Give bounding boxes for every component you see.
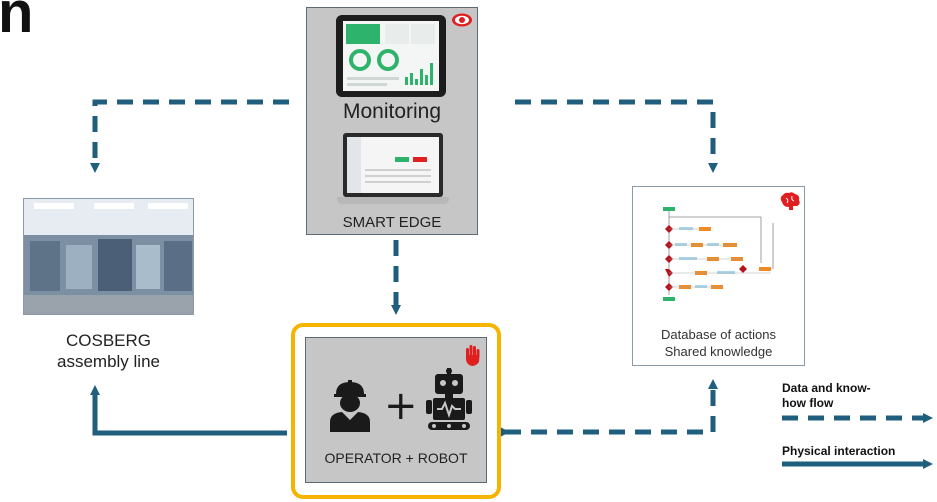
operator-robot-caption: OPERATOR + ROBOT (324, 450, 468, 466)
stop-hand-icon (466, 345, 480, 366)
monitoring-box: Monitoring SMART EDGE (306, 7, 478, 235)
operator-robot-box: + OPERATOR + ROBOT (305, 337, 487, 483)
robot-icon (426, 368, 472, 430)
laptop-green-button (395, 157, 409, 162)
legend-physical-label: Physical interaction (782, 444, 896, 458)
assembly-line-label-2: assembly line (57, 352, 160, 371)
corner-title-fragment: n (0, 0, 34, 45)
laptop-image (337, 133, 449, 209)
worker-icon (330, 380, 370, 432)
dashboard-header-card (346, 24, 380, 44)
legend-data-flow-label-1: Data and know- (782, 381, 871, 395)
brain-icon (780, 192, 800, 210)
monitoring-title: Monitoring (342, 100, 442, 123)
eye-icon (452, 13, 472, 27)
plus-sign: + (384, 383, 418, 429)
gauge-ring-right (377, 49, 399, 71)
database-label-2: Shared knowledge (664, 344, 773, 359)
legend-data-flow-label-2: how flow (782, 396, 834, 410)
arrow-monitoring-to-db (515, 99, 718, 173)
database-label-1: Database of actions (661, 327, 776, 342)
tablet-dashboard-image (336, 15, 446, 97)
arrow-operator-to-line (90, 385, 287, 436)
database-box: Database of actions Shared knowledge (632, 186, 805, 366)
assembly-line-photo (23, 198, 194, 315)
bar-chart-mini (405, 55, 435, 85)
operator-robot-frame: + OPERATOR + ROBOT (291, 323, 501, 499)
arrow-operator-db-bidirectional (500, 379, 718, 437)
smart-edge-caption: SMART EDGE (342, 214, 442, 231)
laptop-red-button (413, 157, 427, 162)
action-flowchart-image (663, 207, 774, 301)
arrow-monitoring-to-line (90, 99, 289, 173)
assembly-line-label-1: COSBERG (65, 331, 152, 350)
gauge-ring-left (349, 49, 371, 71)
